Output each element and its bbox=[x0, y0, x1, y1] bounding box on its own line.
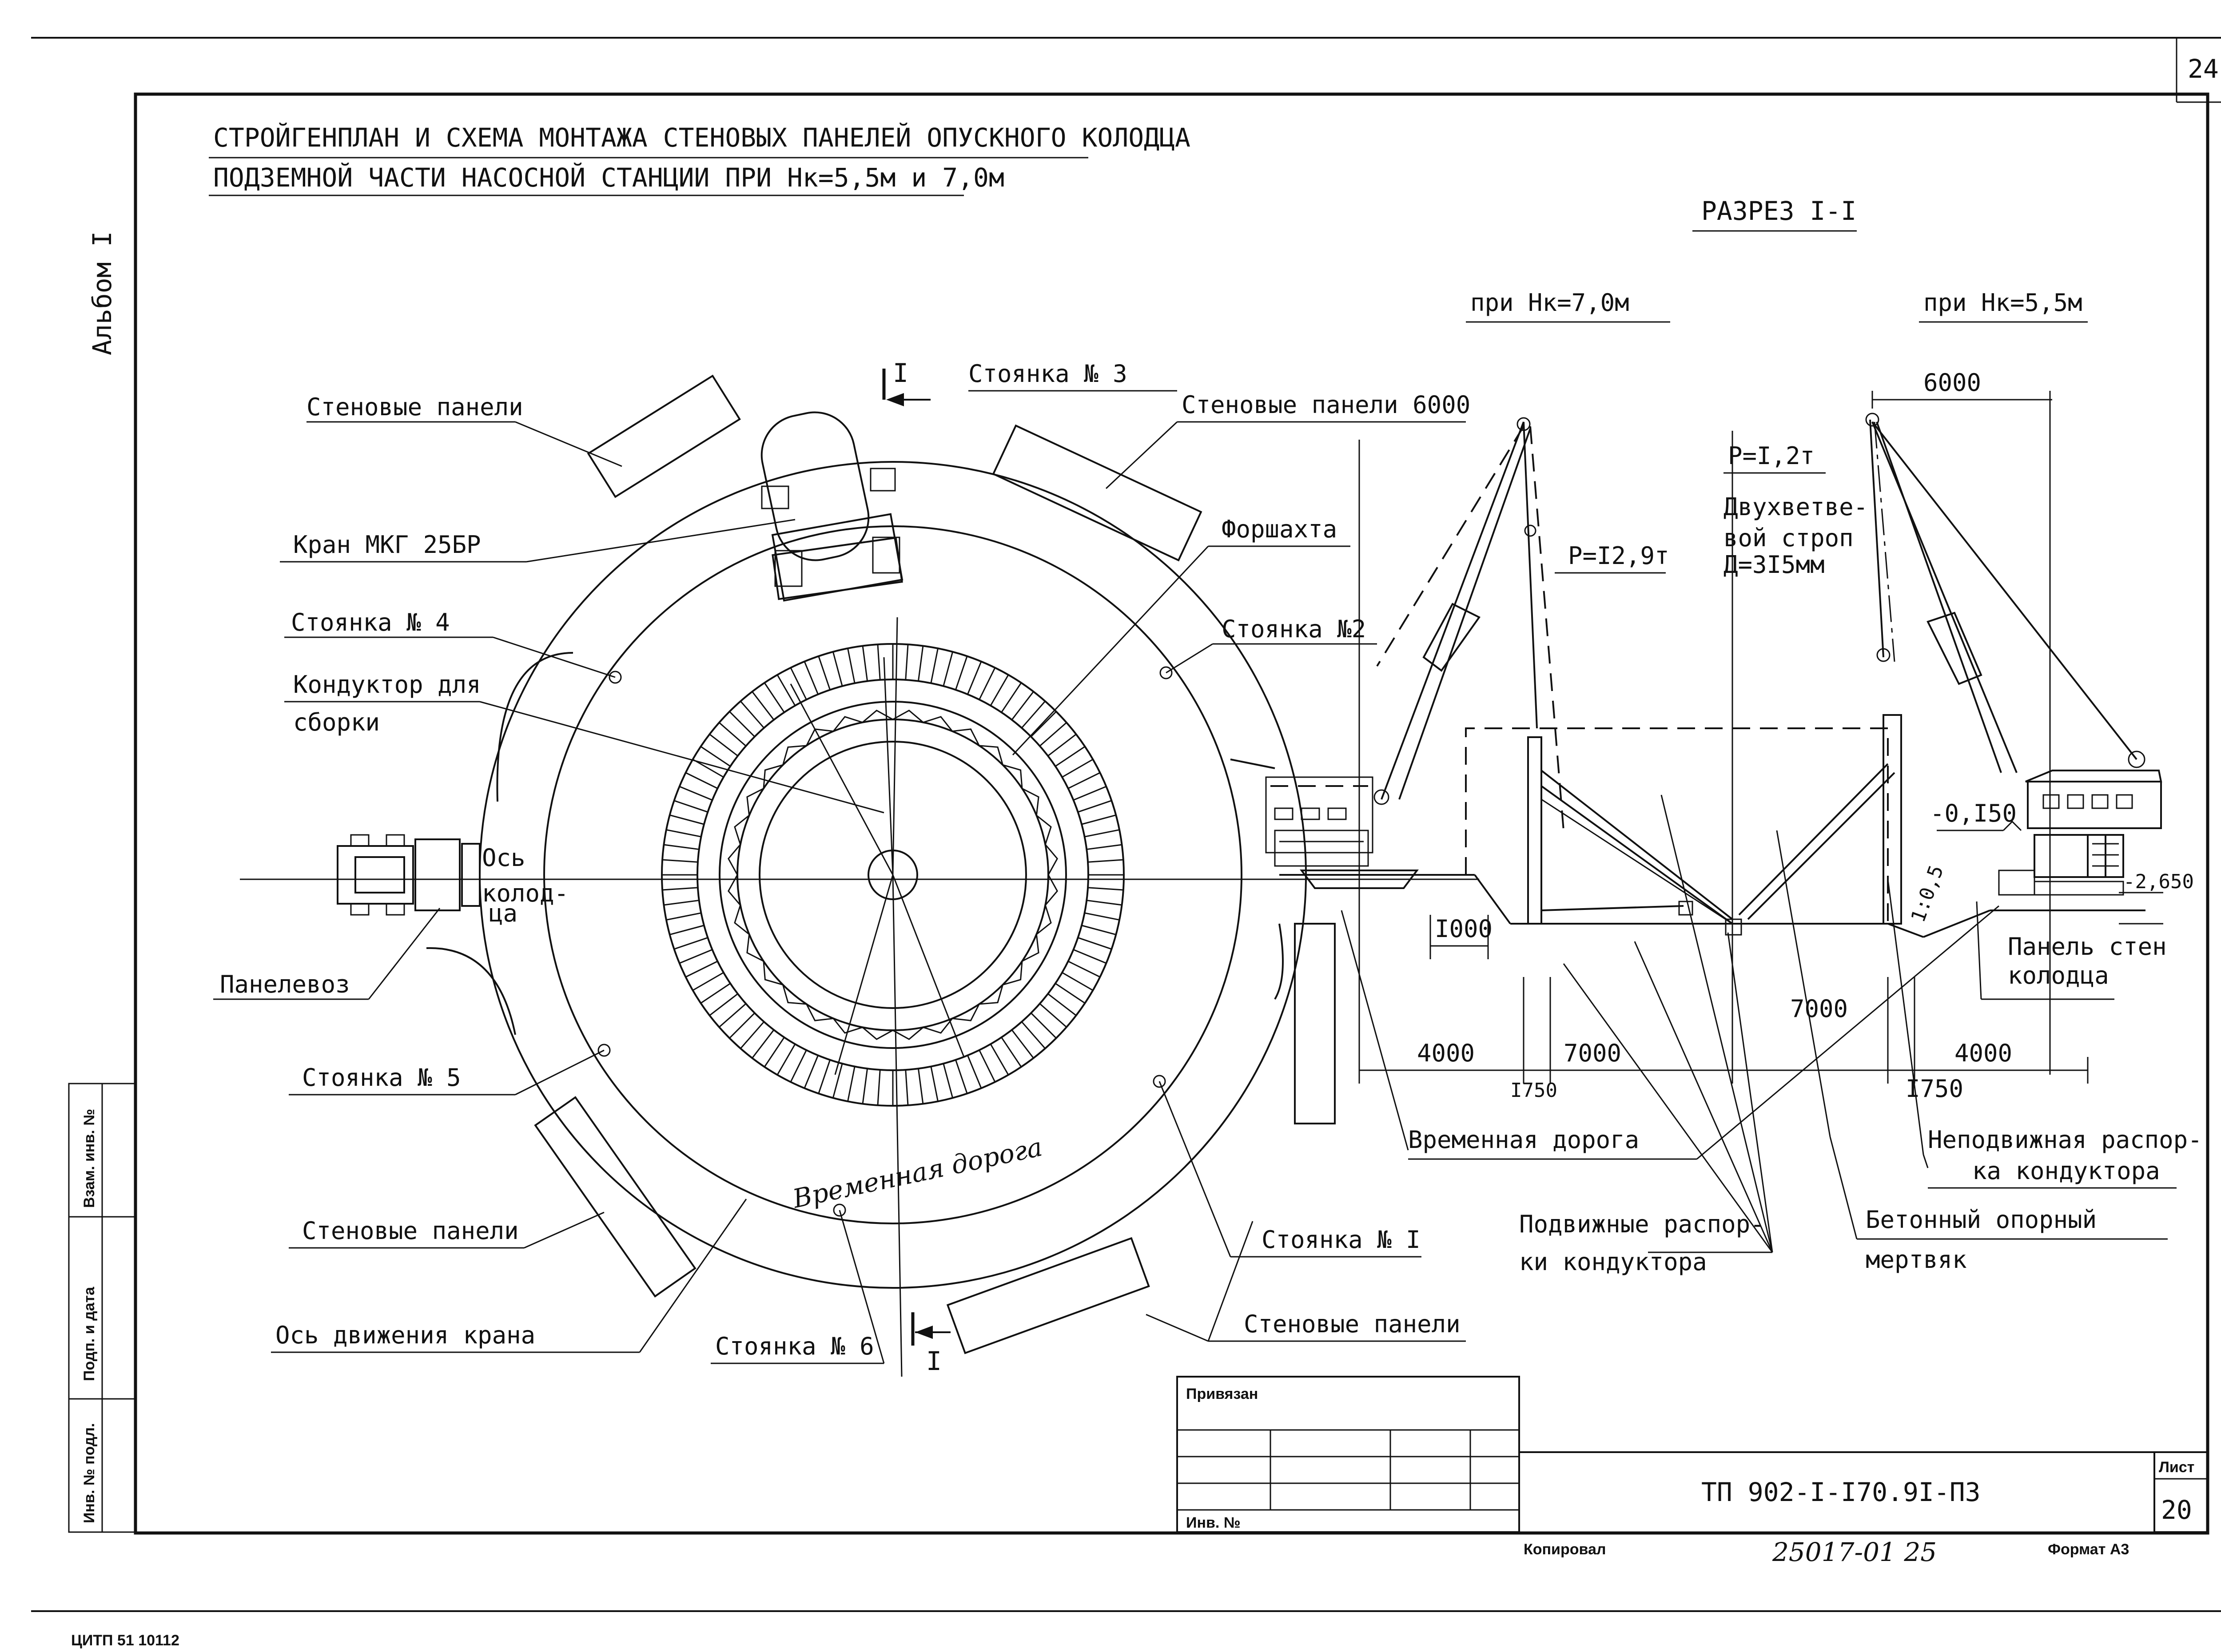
label-temp-road-curved: Временная дорога bbox=[790, 1132, 1045, 1214]
title-block bbox=[1176, 1376, 2209, 1533]
section-mark-bottom: I bbox=[926, 1346, 942, 1376]
label-level-2: -2,650 bbox=[2123, 870, 2194, 893]
dim-4000-left: 4000 bbox=[1417, 1039, 1475, 1067]
drawing-title-line2: ПОДЗЕМНОЙ ЧАСТИ НАСОСНОЙ СТАНЦИИ ПРИ Нк=… bbox=[213, 162, 1004, 193]
forshakhta-hatching bbox=[662, 644, 1124, 1106]
section-mark-top: I bbox=[893, 358, 908, 388]
title-block-format: Формат А3 bbox=[2048, 1541, 2129, 1558]
side-stamp-replace-inv: Взам. инв. № bbox=[81, 1109, 98, 1208]
title-block-bound: Привязан bbox=[1186, 1386, 1258, 1402]
panel-bottom-right bbox=[946, 1237, 1150, 1354]
label-crane-axis: Ось движения крана bbox=[275, 1321, 535, 1349]
album-label: Альбом I bbox=[87, 231, 117, 355]
label-temp-road: Временная дорога bbox=[1408, 1126, 1639, 1154]
label-anchor-line1: Бетонный опорный bbox=[1866, 1206, 2097, 1234]
title-block-sheet-value: 20 bbox=[2161, 1495, 2192, 1525]
label-sling-line3: Д=3I5мм bbox=[1723, 551, 1825, 579]
label-forshakhta: Форшахта bbox=[1222, 515, 1337, 543]
title-block-code: ТП 902-I-I70.9I-ПЗ bbox=[1701, 1477, 1981, 1507]
label-mobile-strut-line2: ки кондуктора bbox=[1519, 1248, 1707, 1276]
label-anchor-line2: мертвяк bbox=[1866, 1246, 1967, 1274]
plan-view: I I bbox=[213, 358, 1479, 1377]
label-jig-line1: Кондуктор для bbox=[293, 671, 481, 699]
panel-top-left bbox=[587, 374, 741, 498]
side-stamp-sign-date: Подп. и дата bbox=[81, 1287, 98, 1381]
label-fixed-strut-line1: Неподвижная распор- bbox=[1928, 1126, 2202, 1154]
dim-7000-left: 7000 bbox=[1564, 1039, 1621, 1067]
label-jig-line2: сборки bbox=[293, 708, 380, 736]
label-wall-panel-line2: колодца bbox=[2008, 961, 2109, 989]
label-load-left: P=I2,9т bbox=[1568, 542, 1669, 570]
label-crane: Кран МКГ 25БР bbox=[293, 531, 481, 559]
panel-truck bbox=[337, 834, 481, 916]
crane-tracks bbox=[761, 468, 900, 587]
section-case-right: при Нк=5,5м bbox=[1923, 289, 2082, 317]
title-block-copied: Копировал bbox=[1524, 1541, 1606, 1558]
label-panels-bottom-right: Стеновые панели bbox=[1244, 1310, 1461, 1338]
label-fixed-strut-line2: ка кондуктора bbox=[1972, 1157, 2160, 1185]
side-stamp: Взам. инв. № Подп. и дата Инв. № подл. bbox=[68, 1083, 136, 1533]
panel-top-right bbox=[992, 424, 1202, 562]
label-level-1: -0,I50 bbox=[1930, 799, 2017, 827]
label-axis-line1: Ось bbox=[482, 844, 525, 872]
label-stop-4: Стоянка № 4 bbox=[291, 608, 450, 636]
label-axis-line3: ца bbox=[489, 899, 517, 927]
label-axis-line2: колод- bbox=[482, 879, 569, 907]
title-block-sheet-label: Лист bbox=[2159, 1459, 2194, 1476]
side-stamp-inv-orig: Инв. № подл. bbox=[81, 1423, 98, 1523]
dim-1750-left: I750 bbox=[1510, 1079, 1557, 1102]
label-panels-top-left: Стеновые панели bbox=[306, 393, 523, 421]
label-stop-3: Стоянка № 3 bbox=[968, 360, 1127, 388]
panel-right-vertical bbox=[1294, 923, 1336, 1124]
footer-code: ЦИТП 51 10112 bbox=[71, 1632, 179, 1649]
dim-6000: 6000 bbox=[1923, 369, 1981, 397]
label-stop-1: Стоянка № I bbox=[1262, 1226, 1421, 1254]
label-mobile-strut-line1: Подвижные распор- bbox=[1519, 1210, 1765, 1238]
title-block-inv: Инв. № bbox=[1186, 1514, 1241, 1531]
label-stop-6: Стоянка № 6 bbox=[715, 1332, 874, 1360]
panel-bottom-left bbox=[534, 1096, 697, 1298]
dim-7000-right: 7000 bbox=[1790, 995, 1848, 1023]
label-panels-bottom-left: Стеновые панели bbox=[302, 1217, 519, 1245]
label-stop-2: Стоянка №2 bbox=[1222, 615, 1366, 643]
label-panel-truck: Панелевоз bbox=[220, 970, 350, 998]
dim-1000: I000 bbox=[1435, 915, 1493, 943]
label-slope: 1:0,5 bbox=[1907, 862, 1948, 925]
dim-4000-right: 4000 bbox=[1954, 1039, 2012, 1067]
section-case-left: при Нк=7,0м bbox=[1470, 289, 1629, 317]
label-panels-top-right: Стеновые панели 6000 bbox=[1182, 391, 1470, 419]
drawing-title-line1: СТРОЙГЕНПЛАН И СХЕМА МОНТАЖА СТЕНОВЫХ ПА… bbox=[213, 122, 1190, 153]
label-sling-line1: Двухветве- bbox=[1723, 493, 1868, 521]
title-block-stamp-handwritten: 25017-01 25 bbox=[1772, 1537, 1937, 1567]
label-sling-line2: вой строп bbox=[1723, 524, 1854, 552]
label-load-right: P=I,2т bbox=[1728, 442, 1815, 470]
section-view bbox=[1265, 391, 2168, 1253]
sheet-frame bbox=[31, 37, 2221, 1612]
jig-zigzag bbox=[727, 709, 1059, 1040]
label-stop-5: Стоянка № 5 bbox=[302, 1064, 461, 1092]
section-title: РАЗРЕЗ I-I bbox=[1701, 196, 1856, 226]
sheet-number: 24 bbox=[2188, 54, 2219, 84]
label-wall-panel-line1: Панель стен bbox=[2008, 933, 2167, 961]
dim-1750-right: I750 bbox=[1906, 1075, 1963, 1103]
